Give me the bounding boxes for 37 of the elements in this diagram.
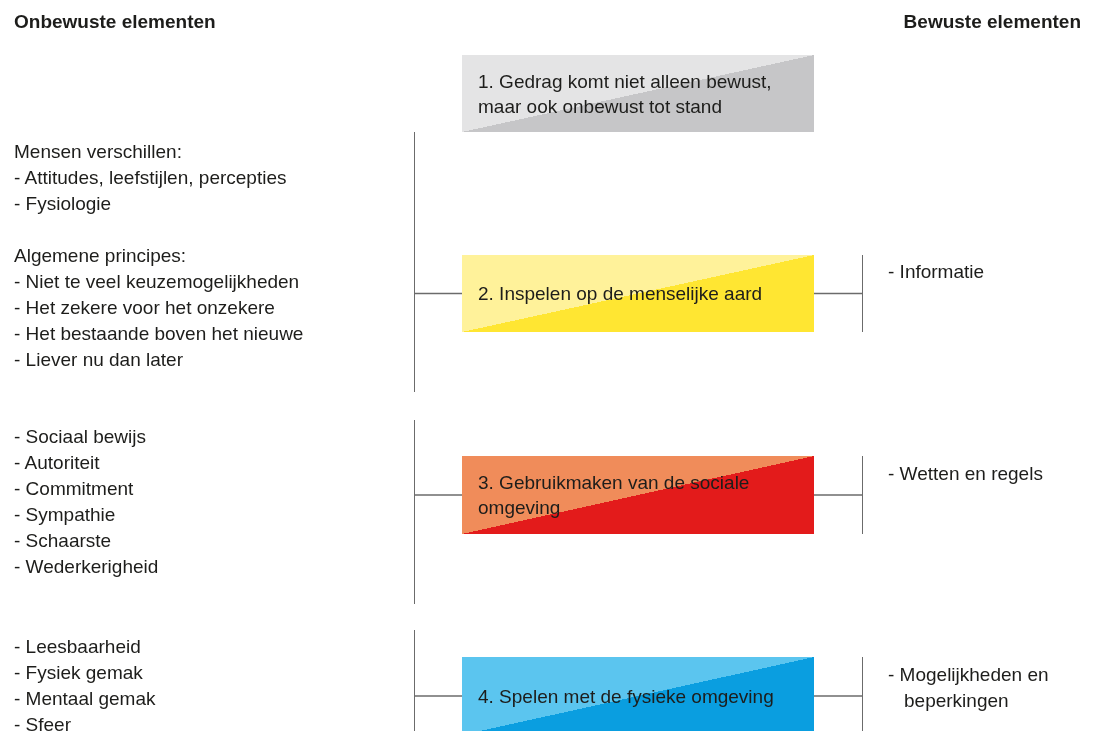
colored-box xyxy=(462,255,814,332)
colored-box xyxy=(462,456,814,534)
list-item: - Mentaal gemak xyxy=(14,687,156,711)
column-heading: Onbewuste elementen xyxy=(14,10,216,34)
box-label: 2. Inspelen op de menselijke aard xyxy=(478,282,764,306)
list-item: - Attitudes, leefstijlen, percepties xyxy=(14,166,287,190)
list-item: Algemene principes: xyxy=(14,244,187,268)
colored-box xyxy=(462,657,814,731)
list-item: - Het bestaande boven het nieuwe xyxy=(14,322,304,346)
bracket-connector xyxy=(813,292,863,295)
list-item: - Sociaal bewijs xyxy=(14,425,146,449)
list-item: - Mogelijkheden en beperkingen xyxy=(888,663,1050,713)
list-item: - Het zekere voor het onzekere xyxy=(14,296,275,320)
list-item: - Sympathie xyxy=(14,503,117,527)
list-item: - Liever nu dan later xyxy=(14,348,183,372)
list-item: - Leesbaarheid xyxy=(14,635,142,659)
bracket-connector xyxy=(414,695,463,697)
list-item: - Niet te veel keuzemogelijkheden xyxy=(14,270,300,294)
list-item: - Informatie xyxy=(888,260,986,284)
bracket-connector xyxy=(813,695,863,697)
list-item: - Commitment xyxy=(14,477,135,501)
list-item: - Sfeer xyxy=(14,713,73,731)
box-label: 1. Gedrag komt niet alleen bewust, maar ook onbewust tot stand xyxy=(478,69,773,119)
list-item: Mensen verschillen: xyxy=(14,140,182,164)
box-label: 3. Gebruikmaken van de sociale omgeving xyxy=(478,471,751,520)
bracket-connector xyxy=(414,292,463,295)
box-label: 4. Spelen met de fysieke omgeving xyxy=(478,684,775,709)
list-item: - Autoriteit xyxy=(14,451,101,475)
list-item: - Schaarste xyxy=(14,529,113,553)
colored-box xyxy=(462,55,814,132)
list-item: - Wetten en regels xyxy=(888,462,1043,486)
bracket-connector xyxy=(414,494,463,496)
list-item: - Fysiologie xyxy=(14,192,113,216)
list-item: - Wederkerigheid xyxy=(14,555,160,579)
column-heading: Bewuste elementen xyxy=(903,10,1081,34)
list-item: - Fysiek gemak xyxy=(14,661,143,685)
bracket-connector xyxy=(813,494,863,496)
